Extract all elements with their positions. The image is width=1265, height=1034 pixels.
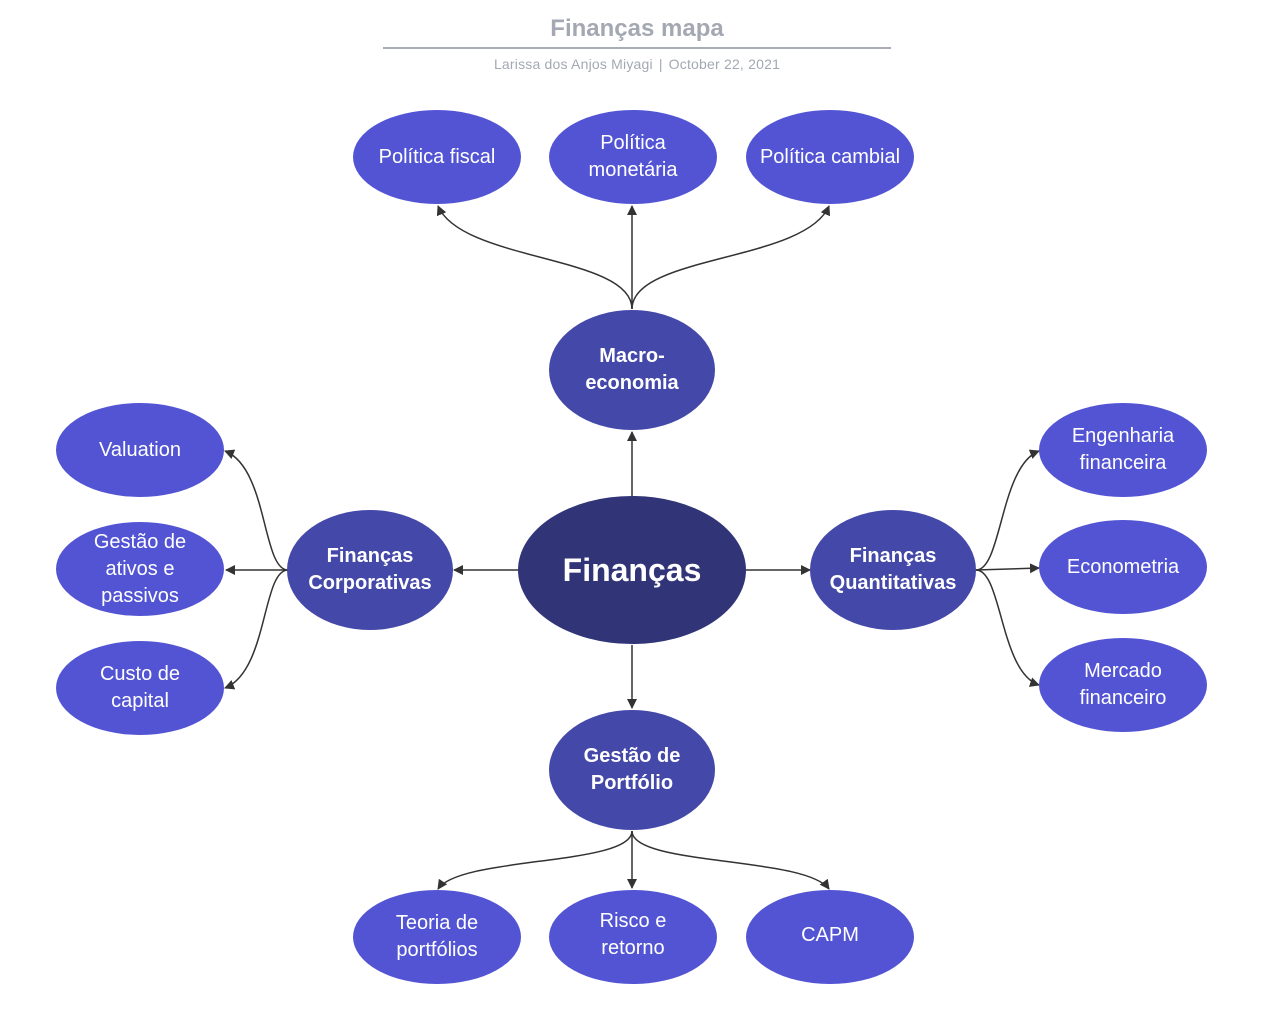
node-politica-monetaria-ellipse[interactable] — [549, 110, 717, 204]
node-gestao-ativos-ellipse[interactable] — [56, 522, 224, 616]
node-capm-ellipse[interactable] — [746, 890, 914, 984]
node-corporativas-ellipse[interactable] — [287, 510, 453, 630]
node-portfolio-ellipse[interactable] — [549, 710, 715, 830]
document-date: October 22, 2021 — [668, 56, 781, 72]
node-politica-cambial-ellipse[interactable] — [746, 110, 914, 204]
connector-portfolio-to-teoria — [437, 830, 633, 890]
node-mercado-ellipse[interactable] — [1039, 638, 1207, 732]
connector-portfolio-to-capm — [631, 830, 830, 890]
diagram-header: Finanças mapa Larissa dos Anjos Miyagi | O… — [383, 14, 891, 73]
node-custo-capital-ellipse[interactable] — [56, 641, 224, 735]
node-teoria-ellipse[interactable] — [353, 890, 521, 984]
node-engenharia-ellipse[interactable] — [1039, 403, 1207, 497]
author-name: Larissa dos Anjos Miyagi — [493, 56, 653, 72]
node-valuation-ellipse[interactable] — [56, 403, 224, 497]
connector-quantitativas-to-engenharia — [975, 449, 1040, 571]
node-quantitativas-ellipse[interactable] — [810, 510, 976, 630]
node-risco-ellipse[interactable] — [549, 890, 717, 984]
connector-quantitativas-to-mercado — [975, 569, 1040, 687]
connector-group — [224, 205, 1040, 890]
connector-macro-to-politica-cambial — [631, 205, 831, 310]
node-financas-ellipse[interactable] — [518, 496, 746, 644]
title-divider — [383, 47, 891, 49]
connector-corporativas-to-valuation — [224, 449, 289, 571]
diagram-title: Finanças mapa — [550, 15, 724, 42]
node-macro-ellipse[interactable] — [549, 310, 715, 430]
subtitle-separator: | — [658, 56, 663, 72]
node-ellipses — [56, 110, 1207, 984]
connector-macro-to-politica-fiscal — [436, 205, 633, 310]
node-econometria-ellipse[interactable] — [1039, 520, 1207, 614]
diagram-subtitle: Larissa dos Anjos Miyagi | October 22, 202… — [383, 55, 891, 73]
connector-corporativas-to-custo-capital — [224, 569, 289, 690]
connector-quantitativas-to-econometria — [975, 563, 1040, 574]
node-politica-fiscal-ellipse[interactable] — [353, 110, 521, 204]
